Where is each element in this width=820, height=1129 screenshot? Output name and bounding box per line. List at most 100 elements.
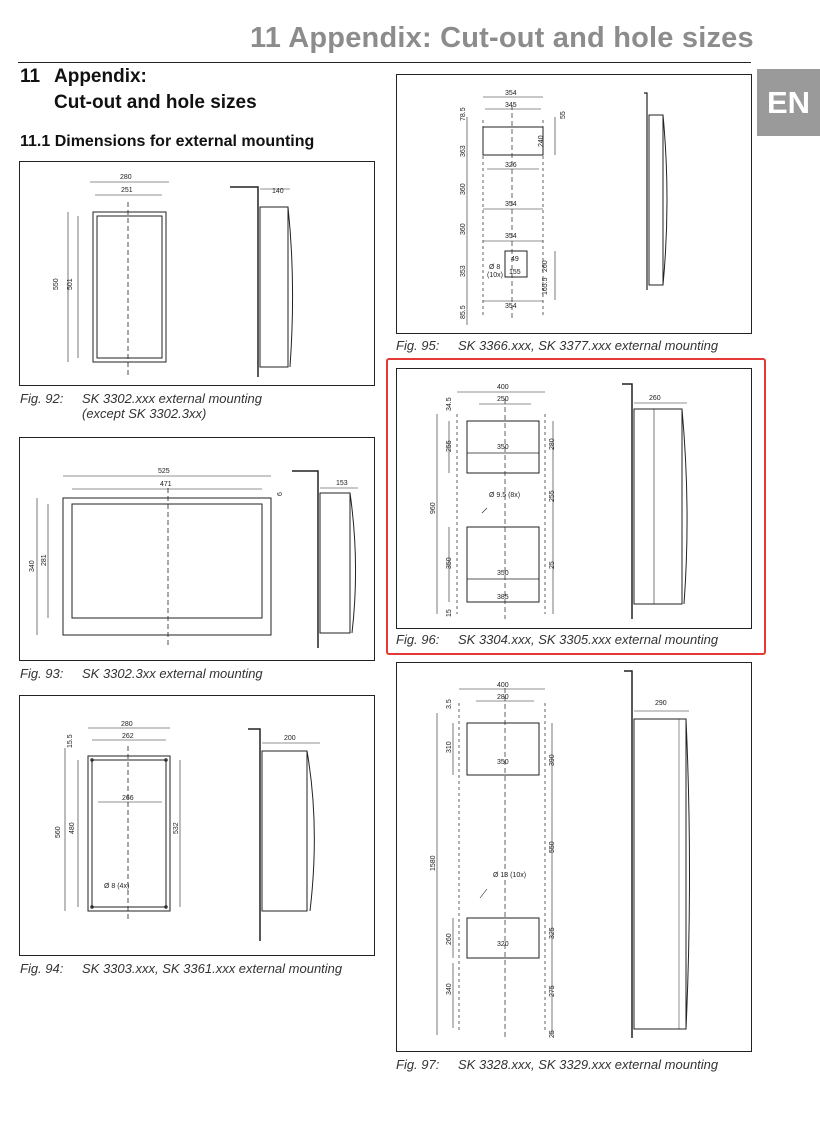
fig95-dim: Ø 8 xyxy=(489,264,500,271)
fig96-dim: 15 xyxy=(446,609,453,617)
fig94-dim: 15.5 xyxy=(67,734,74,748)
figure-97-caption: Fig. 97: SK 3328.xxx, SK 3329.xxx externa… xyxy=(396,1057,718,1072)
fig97-dim: 280 xyxy=(497,694,509,701)
fig96-dim: 255 xyxy=(549,490,556,502)
fig96-dim: 280 xyxy=(549,438,556,450)
fig95-dim: 354 xyxy=(505,90,517,97)
fig96-dim: Ø 9.5 (8x) xyxy=(489,492,520,499)
figure-93-caption: Fig. 93: SK 3302.3xx external mounting xyxy=(20,666,263,681)
figure-93-caption-text: SK 3302.3xx external mounting xyxy=(82,666,263,681)
fig96-dim: 25 xyxy=(549,561,556,569)
fig95-dim: 326 xyxy=(505,162,517,169)
subsection-title: 11.1 Dimensions for external mounting xyxy=(20,133,315,150)
fig95-dim: 363 xyxy=(460,145,467,157)
figure-92-drawing: 280 251 140 550 501 xyxy=(19,161,375,386)
fig95-dim: 354 xyxy=(505,201,517,208)
fig97-dim: 325 xyxy=(549,927,556,939)
figure-92-svg: 280 251 140 550 501 xyxy=(53,174,294,377)
fig97-dim: 310 xyxy=(446,741,453,753)
fig97-dim: 1580 xyxy=(430,855,437,871)
fig92-dim: 280 xyxy=(120,174,132,181)
figure-97-drawing: 400 280 290 3.5 310 350 390 1580 550 Ø 1… xyxy=(396,662,752,1052)
fig97-dim: 3.5 xyxy=(446,699,453,709)
fig96-dim: 34.5 xyxy=(446,397,453,411)
figure-96-caption-text: SK 3304.xxx, SK 3305.xxx external mounti… xyxy=(458,632,719,647)
fig97-dim: 550 xyxy=(549,841,556,853)
section-title-line2: Cut-out and hole sizes xyxy=(54,92,257,113)
fig94-dim: 480 xyxy=(69,822,76,834)
fig97-dim: Ø 13 (10x) xyxy=(493,872,526,879)
fig94-dim: 280 xyxy=(121,721,133,728)
fig97-dim: 400 xyxy=(497,682,509,689)
figure-97-label: Fig. 97: xyxy=(396,1057,440,1072)
fig96-dim: 350 xyxy=(446,557,453,569)
figure-92-caption: Fig. 92: SK 3302.xxx external mounting (e… xyxy=(20,391,262,421)
fig97-dim: 340 xyxy=(446,983,453,995)
figure-95-drawing: 354 345 78.5 55 363 240 326 360 354 360 … xyxy=(396,74,752,334)
fig94-dim: 560 xyxy=(55,826,62,838)
fig95-dim: 85.5 xyxy=(460,305,467,319)
figure-96-highlight xyxy=(386,358,766,655)
fig93-dim: 340 xyxy=(29,560,36,572)
figure-95-caption-text: SK 3366.xxx, SK 3377.xxx external mounti… xyxy=(458,338,719,353)
fig96-dim: 960 xyxy=(430,502,437,514)
fig95-dim: 360 xyxy=(460,223,467,235)
fig93-dim: 6 xyxy=(277,492,284,496)
fig94-dim: 200 xyxy=(284,735,296,742)
figure-96-caption: Fig. 96: SK 3304.xxx, SK 3305.xxx externa… xyxy=(396,632,718,647)
fig96-dim: 350 xyxy=(497,570,509,577)
fig92-dim: 140 xyxy=(272,188,284,195)
fig95-dim: 360 xyxy=(460,183,467,195)
fig97-dim: 275 xyxy=(549,985,556,997)
running-header: 11 Appendix: Cut-out and hole sizes xyxy=(250,22,754,54)
figure-94-drawing: 280 262 200 15.5 266 560 480 532 Ø 8 (4x… xyxy=(19,695,375,956)
figure-92-label: Fig. 92: xyxy=(20,391,64,406)
figure-95-svg: 354 345 78.5 55 363 240 326 360 354 360 … xyxy=(460,90,668,325)
figure-94-caption: Fig. 94: SK 3303.xxx, SK 3361.xxx externa… xyxy=(20,961,342,976)
fig97-dim: 260 xyxy=(446,933,453,945)
fig95-dim: 55 xyxy=(560,111,567,119)
fig92-dim: 251 xyxy=(121,187,133,194)
figure-93-drawing: 525 471 153 6 340 281 xyxy=(19,437,375,661)
fig95-dim: 345 xyxy=(505,102,517,109)
fig97-dim: 390 xyxy=(549,754,556,766)
figure-97-svg: 400 280 290 3.5 310 350 390 1580 550 Ø 1… xyxy=(430,670,690,1038)
fig95-dim: 49 xyxy=(511,256,519,263)
figure-96-label: Fig. 96: xyxy=(396,632,440,647)
fig96-dim: 400 xyxy=(497,384,509,391)
fig94-dim: 532 xyxy=(173,822,180,834)
figure-92-caption-text: SK 3302.xxx external mounting xyxy=(82,391,262,406)
figure-94-caption-text: SK 3303.xxx, SK 3361.xxx external mounti… xyxy=(82,961,343,976)
fig95-dim: 240 xyxy=(538,135,545,147)
language-tab[interactable]: EN xyxy=(757,69,820,136)
fig92-dim: 501 xyxy=(67,278,74,290)
fig93-dim: 525 xyxy=(158,468,170,475)
figure-97-caption-text: SK 3328.xxx, SK 3329.xxx external mounti… xyxy=(458,1057,719,1072)
fig95-dim: 354 xyxy=(505,303,517,310)
section-number: 11 xyxy=(20,66,41,87)
fig94-dim: 266 xyxy=(122,795,134,802)
figure-92-caption-line2: (except SK 3302.3xx) xyxy=(82,406,207,421)
section-title-line1: Appendix: xyxy=(54,66,147,87)
fig92-dim: 550 xyxy=(53,278,60,290)
fig96-dim: 255 xyxy=(446,440,453,452)
fig94-dim: 262 xyxy=(122,733,134,740)
fig96-dim: 250 xyxy=(497,396,509,403)
fig97-dim: 290 xyxy=(655,700,667,707)
fig95-dim: 260 xyxy=(542,260,549,272)
fig96-dim: 260 xyxy=(649,395,661,402)
figure-94-label: Fig. 94: xyxy=(20,961,64,976)
figure-93-label: Fig. 93: xyxy=(20,666,64,681)
fig96-dim: 385 xyxy=(497,594,509,601)
fig97-dim: 320 xyxy=(497,941,509,948)
header-rule xyxy=(18,62,751,63)
fig93-dim: 471 xyxy=(160,481,172,488)
fig95-dim: 155 xyxy=(509,269,521,276)
fig93-dim: 281 xyxy=(41,554,48,566)
fig96-dim: 350 xyxy=(497,444,509,451)
figure-95-caption: Fig. 95:SK 3366.xxx, SK 3377.xxx externa… xyxy=(396,338,718,353)
figure-94-svg: 280 262 200 15.5 266 560 480 532 Ø 8 (4x… xyxy=(55,721,320,941)
fig95-dim: 78.5 xyxy=(460,107,467,121)
figure-96-svg: 400 250 260 34.5 255 350 280 960 Ø 9.5 (… xyxy=(430,383,688,619)
fig93-dim: 153 xyxy=(336,480,348,487)
